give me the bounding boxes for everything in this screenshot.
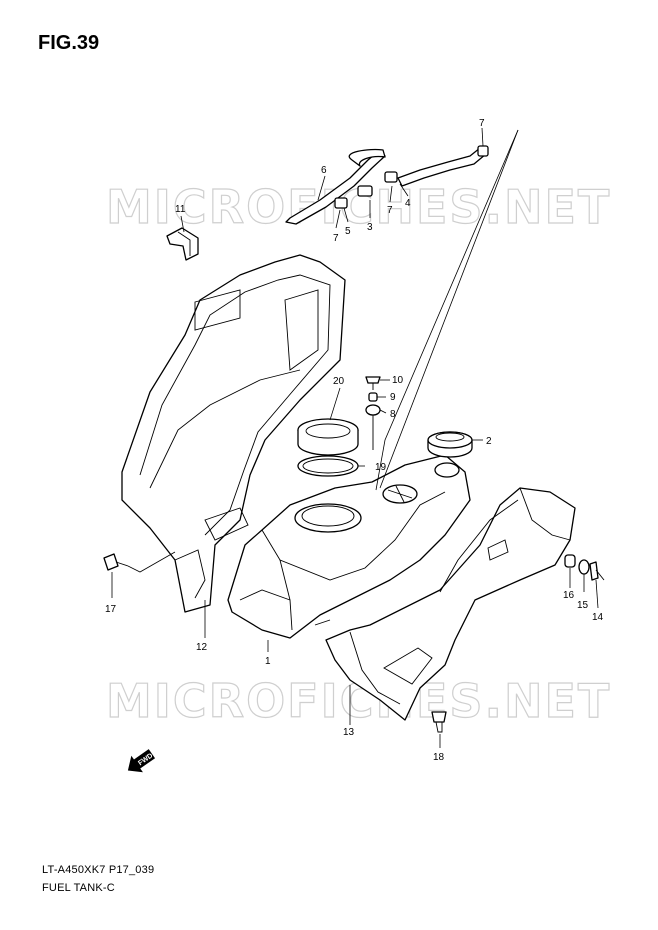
part-11-clamp	[166, 227, 199, 261]
forward-direction-arrow: FWD	[127, 749, 156, 773]
part-8-grommet	[365, 404, 381, 450]
callout-1: 1	[265, 656, 271, 667]
callout-7-left: 7	[333, 233, 339, 244]
part-20-pump-ring	[297, 418, 359, 456]
part-12-side-cover-left	[121, 254, 346, 613]
callout-3: 3	[367, 222, 373, 233]
part-15-washer	[578, 559, 590, 575]
part-17-bolt	[103, 553, 129, 571]
model-code: LT-A450XK7 P17_039	[42, 864, 155, 876]
callout-19: 19	[375, 462, 387, 473]
part-6-breather-hose	[285, 145, 489, 225]
part-14-bolt	[589, 561, 605, 581]
callout-16: 16	[563, 590, 575, 601]
leader-lines	[111, 127, 599, 748]
callout-12: 12	[196, 642, 208, 653]
callout-9: 9	[390, 392, 396, 403]
part-16-collar	[564, 554, 576, 568]
callout-labels: 1 2 3 4 5 6 7 7 7 8 9 10 11 12 13 14 15 …	[105, 118, 604, 763]
part-13-side-cover-right	[325, 487, 576, 721]
part-2-fuel-cap	[427, 431, 473, 458]
callout-7-mid: 7	[387, 205, 393, 216]
callout-17: 17	[105, 604, 117, 615]
callout-4: 4	[405, 198, 411, 209]
part-10-screw	[365, 376, 381, 390]
callout-10: 10	[392, 375, 404, 386]
callout-11: 11	[175, 204, 186, 215]
callout-14: 14	[592, 612, 604, 623]
part-1-fuel-tank	[227, 454, 471, 639]
callout-15: 15	[577, 600, 589, 611]
callout-2: 2	[486, 436, 492, 447]
callout-18: 18	[433, 752, 445, 763]
callout-13: 13	[343, 727, 355, 738]
fwd-label: FWD	[137, 752, 154, 767]
part-18-clip	[431, 711, 447, 733]
part-9-bushing	[368, 392, 378, 402]
callout-20: 20	[333, 376, 345, 387]
figure-title: FIG.39	[38, 32, 100, 54]
callout-6: 6	[321, 165, 327, 176]
arrow-left-icon	[127, 749, 156, 773]
section-name: FUEL TANK-C	[42, 882, 115, 894]
callout-7-top: 7	[479, 118, 485, 129]
part-19-gasket	[297, 455, 359, 477]
callout-5: 5	[345, 226, 351, 237]
callout-8: 8	[390, 409, 396, 420]
